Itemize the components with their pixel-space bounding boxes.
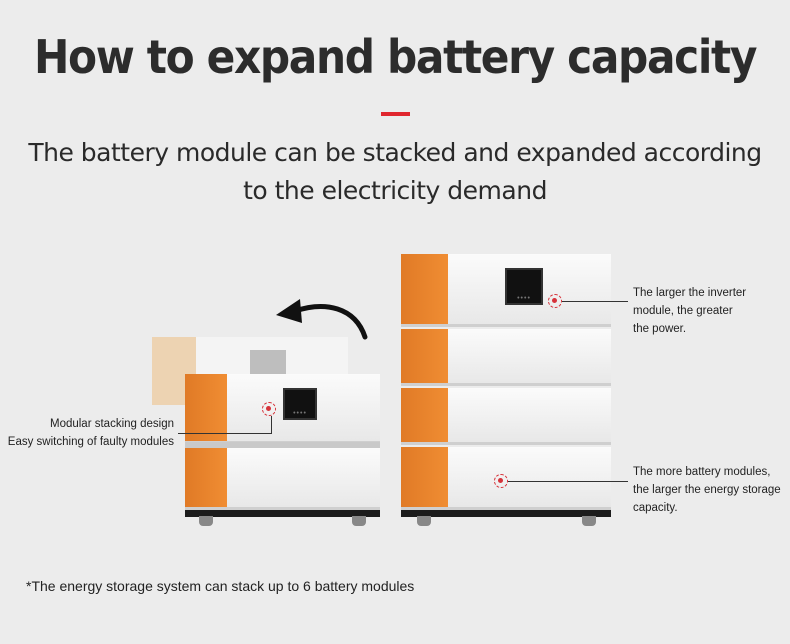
right-battery-module <box>401 388 611 445</box>
stack-arrow-icon <box>276 299 368 340</box>
inverter-hotspot-marker <box>548 294 562 308</box>
subtitle-line-1: The battery module can be stacked and ex… <box>28 138 762 167</box>
battery-callout-line-1: The more battery modules, <box>633 466 771 478</box>
inverter-callout-line-2: module, the greater <box>633 305 733 317</box>
left-leader-line <box>178 433 272 434</box>
left-callout-line-1: Modular stacking design <box>49 418 174 430</box>
left-callout: Modular stacking design Easy switching o… <box>0 415 174 451</box>
battery-callout-line-3: capacity. <box>633 502 678 514</box>
subtitle-line-2: to the electricity demand <box>243 176 547 205</box>
left-callout-line-2: Easy switching of faulty modules <box>7 436 174 448</box>
battery-hotspot-marker <box>494 474 508 488</box>
left-foot <box>199 516 213 526</box>
right-foot <box>582 516 596 526</box>
left-hotspot-marker <box>262 402 276 416</box>
inverter-leader-line <box>562 301 628 302</box>
left-base <box>185 510 380 517</box>
battery-callout: The more battery modules, the larger the… <box>633 463 788 517</box>
left-leader-line <box>271 416 272 433</box>
right-base <box>401 510 611 517</box>
right-foot <box>417 516 431 526</box>
inverter-callout-line-1: The larger the inverter <box>633 287 747 299</box>
right-inverter-module <box>401 254 611 327</box>
left-battery-module <box>185 448 380 510</box>
left-module-gap <box>185 442 380 448</box>
footnote: *The energy storage system can stack up … <box>26 578 415 594</box>
right-battery-module <box>401 329 611 386</box>
page-title: How to expand battery capacity <box>33 30 757 84</box>
inverter-callout: The larger the inverter module, the grea… <box>633 284 783 338</box>
inverter-callout-line-3: the power. <box>633 323 687 335</box>
page-subtitle: The battery module can be stacked and ex… <box>0 134 790 210</box>
battery-leader-line <box>508 481 628 482</box>
battery-callout-line-2: the larger the energy storage <box>633 484 781 496</box>
title-accent-line <box>381 112 410 116</box>
left-inverter-module <box>185 374 380 444</box>
left-foot <box>352 516 366 526</box>
